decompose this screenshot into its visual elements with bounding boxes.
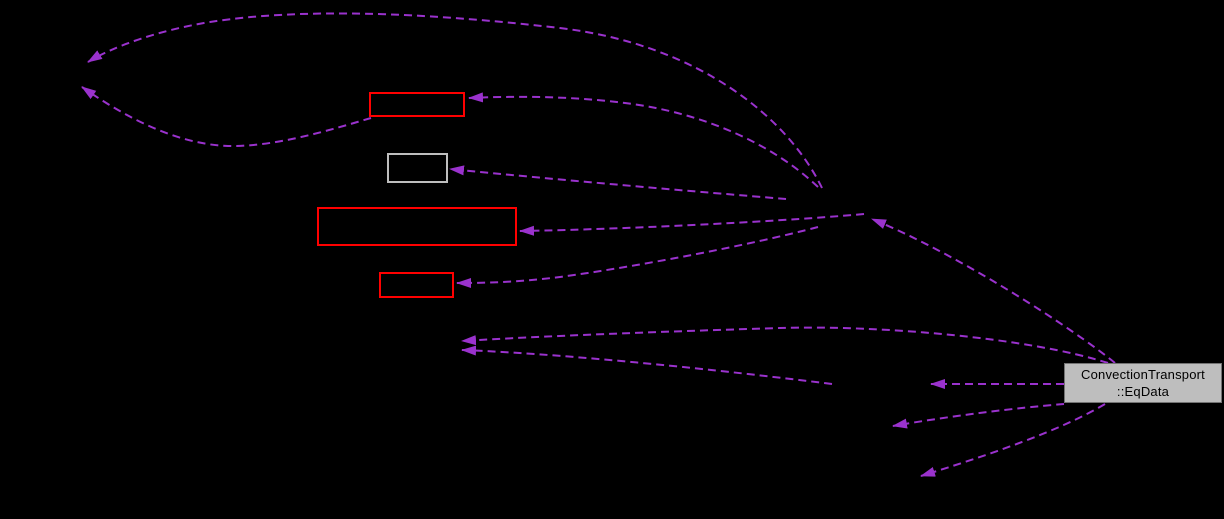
main-node-convectiontransport-eqdata: ConvectionTransport ::EqData — [1064, 363, 1222, 403]
edge-eqdata-down-2 — [920, 403, 1106, 477]
edge-top-arc — [87, 12, 823, 189]
edge-to-red-box-small — [456, 226, 819, 288]
edge-to-left-lower — [461, 345, 833, 385]
red-box-small[interactable] — [379, 272, 454, 298]
edge-eqdata-down-1 — [892, 403, 1065, 429]
edge-eqdata-to-left-upper — [461, 326, 1109, 364]
edge-eqdata-to-center — [871, 218, 1116, 364]
main-node-label-line2: ::EqData — [1116, 384, 1170, 399]
edge-to-gray-box — [449, 165, 787, 200]
main-node-label-line1: ConvectionTransport — [1081, 367, 1205, 382]
edge-lower-arc — [81, 86, 372, 148]
red-box-top[interactable] — [369, 92, 465, 117]
edge-to-red-box-top — [468, 92, 819, 188]
edge-to-red-box-wide — [519, 213, 865, 236]
gray-box[interactable] — [387, 153, 448, 183]
red-box-wide[interactable] — [317, 207, 517, 246]
